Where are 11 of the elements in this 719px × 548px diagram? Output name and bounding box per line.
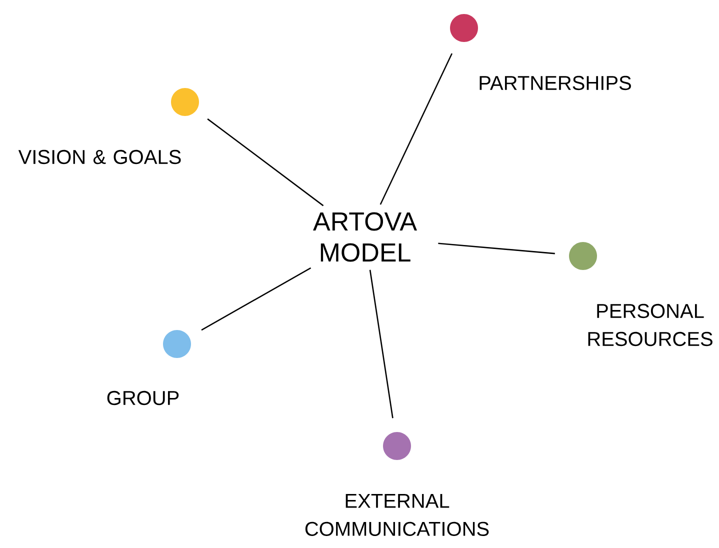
node-label: VISION & GOALS (18, 150, 181, 164)
node-label: PARTNERSHIPS (480, 76, 631, 90)
node-label: EXTERNAL COMMUNICATIONS (305, 494, 489, 536)
connector-line (369, 270, 394, 418)
connector-line (438, 242, 555, 254)
connector-line (380, 53, 453, 205)
connector-line (207, 118, 324, 206)
node-label: GROUP (107, 390, 179, 406)
node-label: PERSONAL RESOURCES (588, 304, 712, 346)
connector-line (201, 267, 312, 331)
center-label: ARTOVA MODEL (313, 212, 417, 262)
